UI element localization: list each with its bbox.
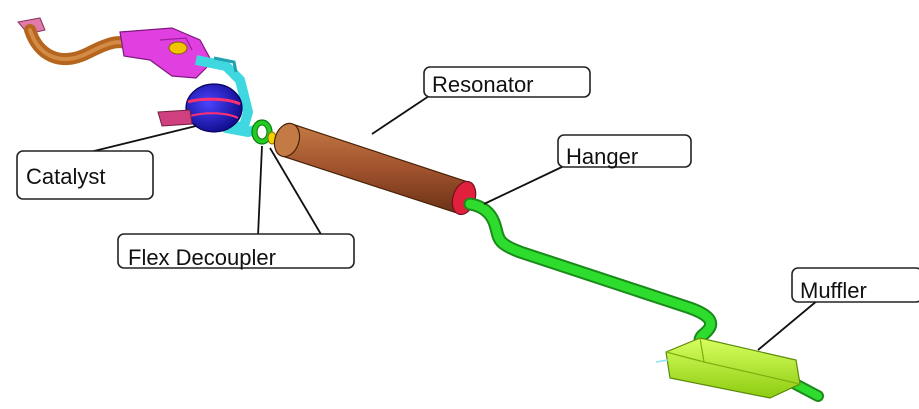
label-hanger: Hanger [566,144,638,169]
label-muffler: Muffler [800,278,867,303]
callout-catalyst: Catalyst [16,125,197,200]
callout-muffler: Muffler [757,267,919,351]
callout-hanger: Hanger [483,134,692,205]
manifold-body [119,27,213,79]
label-catalyst: Catalyst [26,164,105,189]
callout-resonator: Resonator [371,66,591,135]
label-flex-decoupler: Flex Decoupler [128,245,276,270]
label-resonator: Resonator [432,72,534,97]
resonator [273,122,477,216]
callout-flex-decoupler: Flex Decoupler [117,145,355,270]
muffler [655,337,801,399]
flex-decoupler [251,119,277,145]
manifold-pipe [17,17,138,66]
catalyst-converter [157,83,243,133]
